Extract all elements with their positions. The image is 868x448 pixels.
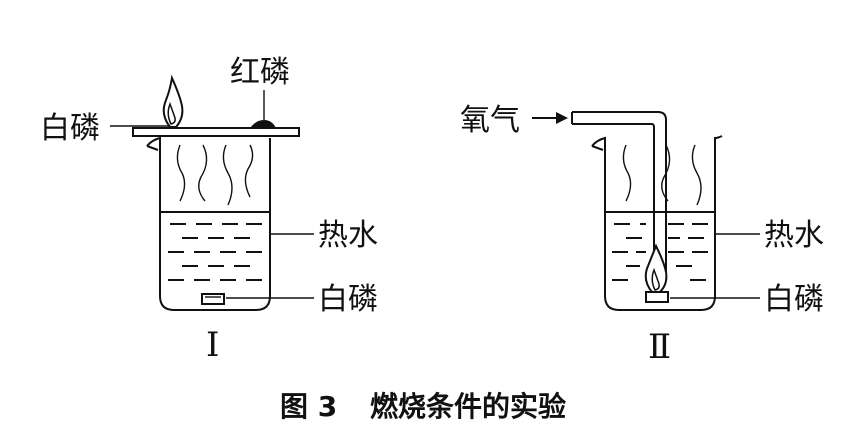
flame-icon xyxy=(162,74,184,128)
beaker-1: 白磷 红磷 热水 白磷 Ⅰ xyxy=(40,55,378,365)
beaker-2-steam xyxy=(622,144,702,206)
oxygen-arrow xyxy=(532,112,568,124)
label-hot-water-2: 热水 xyxy=(764,218,824,253)
caption-number: 图 3 xyxy=(280,390,337,423)
beaker-2: 氧气 热水 白磷 Ⅱ xyxy=(460,103,824,367)
numeral-2: Ⅱ xyxy=(648,327,671,367)
label-bottom-phosphorus-1: 白磷 xyxy=(318,282,378,317)
oxygen-tube xyxy=(571,111,667,272)
label-phosphorus-2: 白磷 xyxy=(764,282,824,317)
label-hot-water-1: 热水 xyxy=(318,218,378,253)
beaker-1-spout xyxy=(146,145,159,151)
beaker-1-water xyxy=(168,223,262,281)
figure-caption: 图 3 燃烧条件的实验 xyxy=(280,390,566,423)
beaker-2-water xyxy=(612,223,708,281)
beaker-2-phosphorus xyxy=(645,291,669,303)
beaker-1-steam xyxy=(176,144,254,206)
label-white-phosphorus: 白磷 xyxy=(40,111,100,146)
copper-plate xyxy=(132,127,300,137)
numeral-1: Ⅰ xyxy=(206,325,219,365)
red-phosphorus-blob xyxy=(250,120,276,128)
beaker-2-body xyxy=(591,135,723,311)
flame-icon xyxy=(644,243,668,293)
label-red-phosphorus: 红磷 xyxy=(230,55,290,90)
beaker-1-body xyxy=(146,136,271,311)
beaker-2-spout xyxy=(591,145,604,151)
label-oxygen: 氧气 xyxy=(460,103,520,138)
caption-title: 燃烧条件的实验 xyxy=(370,390,566,423)
beaker-1-bottom-phosphorus xyxy=(201,293,225,305)
